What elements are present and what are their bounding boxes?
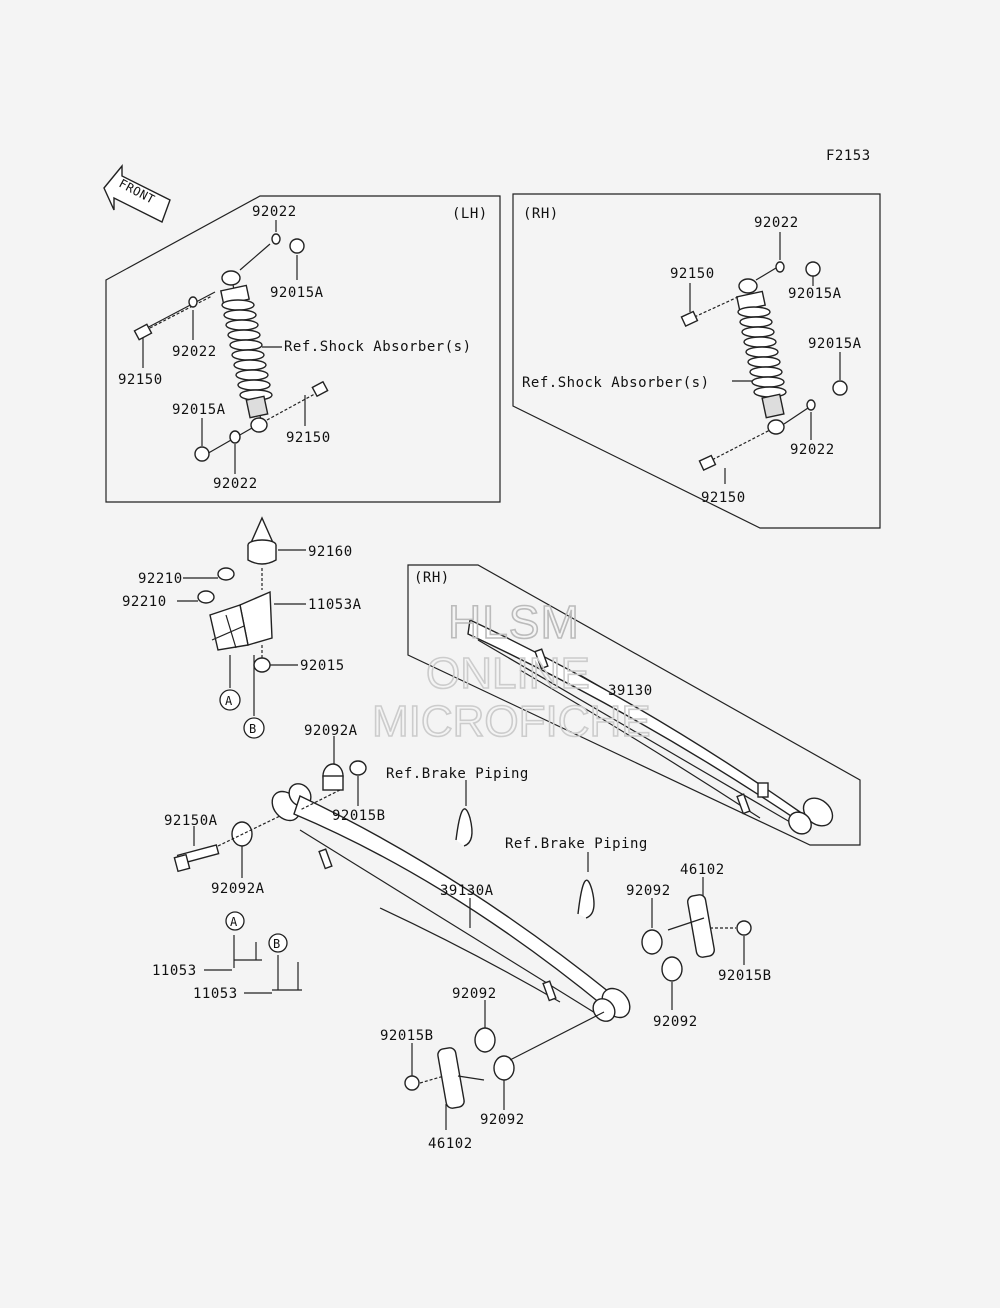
callout-a2-label: A [230,915,238,929]
ref-shock-absorber-rh: Ref.Shock Absorber(s) [522,375,710,391]
part-label-39130A: 39130A [440,883,494,899]
u-bolt-a: A [225,911,262,968]
part-label-46102: 46102 [680,862,725,878]
part-label-11053A: 11053A [308,597,362,613]
brake-piping-clip-2 [577,879,595,919]
ref-brake-piping-1: Ref.Brake Piping [386,766,529,782]
part-label-92015B: 92015B [332,808,386,824]
part-label-92015: 92015 [300,658,345,674]
lh-shock-frame [105,195,501,503]
part-label-92150: 92150 [118,372,163,388]
callout-a-marker [219,689,241,711]
rh-leaf-spring [467,618,834,835]
part-label-92092A: 92092A [211,881,265,897]
part-label-92015A: 92015A [172,402,226,418]
part-label-11053: 11053 [152,963,197,979]
lh-frame-label: (LH) [452,206,488,222]
rh-shock-frame [512,193,881,529]
callout-a-label: A [225,694,233,708]
part-label-92022: 92022 [252,204,297,220]
part-label-39130: 39130 [608,683,653,699]
rh-shock-absorber [680,261,848,471]
part-label-92210: 92210 [138,571,183,587]
u-bolt-b: B [268,933,302,991]
part-label-92160: 92160 [308,544,353,560]
shackle-right [641,894,752,982]
figure-code: F2153 [826,148,871,164]
bracket-assembly [197,516,277,673]
callout-b-label: B [249,722,257,736]
callout-b-marker [243,717,265,739]
part-label-92022: 92022 [213,476,258,492]
ref-brake-piping-2: Ref.Brake Piping [505,836,648,852]
lh-shock-absorber [133,233,329,462]
callout-b2-label: B [273,937,281,951]
part-label-92092: 92092 [452,986,497,1002]
watermark-line-2: ONLINE [426,649,590,698]
part-label-92092A: 92092A [304,723,358,739]
rh-spring-frame [407,564,861,846]
brake-piping-clip-1 [455,808,473,847]
part-label-92015A: 92015A [788,286,842,302]
part-label-92015A: 92015A [270,285,324,301]
part-label-92015B: 92015B [380,1028,434,1044]
rh-frame-label: (RH) [523,206,559,222]
front-arrow-icon: FRONT [103,164,171,223]
part-label-92092: 92092 [653,1014,698,1030]
part-label-92022: 92022 [172,344,217,360]
watermark: HLSM ONLINE MICROFICHE [371,595,651,747]
part-label-92150: 92150 [701,490,746,506]
part-label-92015B: 92015B [718,968,772,984]
watermark-line-3: MICROFICHE [372,697,651,746]
shackle-bottom [404,1011,605,1109]
part-label-11053: 11053 [193,986,238,1002]
ref-shock-absorber-lh: Ref.Shock Absorber(s) [284,339,472,355]
part-label-92210: 92210 [122,594,167,610]
part-label-92150: 92150 [670,266,715,282]
part-label-46102: 46102 [428,1136,473,1152]
part-label-92022: 92022 [790,442,835,458]
part-label-92015A: 92015A [808,336,862,352]
watermark-line-1: HLSM [448,596,580,648]
part-label-92150: 92150 [286,430,331,446]
part-label-92092: 92092 [626,883,671,899]
rh-spring-frame-label: (RH) [414,570,450,586]
part-label-92092: 92092 [480,1112,525,1128]
front-hanger-parts [173,760,367,873]
part-label-92022: 92022 [754,215,799,231]
part-label-92150A: 92150A [164,813,218,829]
